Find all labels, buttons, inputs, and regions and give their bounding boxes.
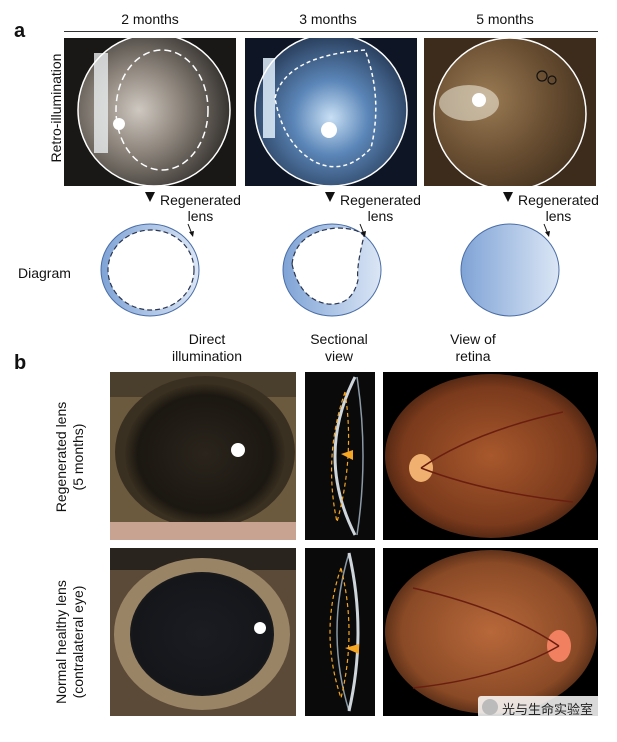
regen-line2: lens xyxy=(187,208,214,224)
triangle-marker-2 xyxy=(325,192,335,202)
col-label-line1: View of xyxy=(450,331,496,347)
diagram-3-months xyxy=(274,218,402,318)
regen-line2: lens xyxy=(367,208,394,224)
col-label-view-of-retina: View of retina xyxy=(408,331,538,365)
sectional-view-photo-normal xyxy=(305,548,375,716)
row-label-normal: Normal healthy lens (contralateral eye) xyxy=(53,542,87,742)
col-label-line2: illumination xyxy=(171,348,243,364)
col-label-line1: Direct xyxy=(188,331,226,347)
retina-photo-regenerated xyxy=(383,372,598,540)
header-rule xyxy=(64,31,598,32)
row-label-regenerated: Regenerated lens (5 months) xyxy=(53,357,87,557)
row-label-line1: Regenerated lens xyxy=(53,401,69,513)
row-label-line2: (contralateral eye) xyxy=(70,585,86,699)
regenerated-lens-label-1: Regenerated lens xyxy=(160,192,241,224)
regen-line1: Regenerated xyxy=(340,192,421,208)
regenerated-lens-label-3: Regenerated lens xyxy=(518,192,599,224)
col-label-line2: view xyxy=(324,348,353,364)
retro-photo-5-months xyxy=(424,38,596,186)
month-5-heading: 5 months xyxy=(476,11,534,27)
watermark-text: 光与生命实验室 xyxy=(502,702,594,717)
retro-photo-2-months xyxy=(64,38,236,186)
row-label-line2: (5 months) xyxy=(70,423,86,491)
diagram-2-months xyxy=(92,218,220,318)
watermark: 光与生命实验室 xyxy=(478,696,608,718)
col-label-line2: retina xyxy=(455,348,491,364)
wechat-icon xyxy=(482,699,498,715)
retina-photo-normal xyxy=(383,548,598,716)
month-2-heading: 2 months xyxy=(121,11,179,27)
row-label-line1: Normal healthy lens xyxy=(53,580,69,704)
col-label-sectional-view: Sectional view xyxy=(274,331,404,365)
triangle-marker-1 xyxy=(145,192,155,202)
regen-line1: Regenerated xyxy=(518,192,599,208)
direct-illumination-photo-regenerated xyxy=(110,372,296,540)
panel-a-letter: a xyxy=(14,20,26,42)
direct-illumination-photo-normal xyxy=(110,548,296,716)
retro-photo-3-months xyxy=(245,38,417,186)
col-label-direct-illumination: Direct illumination xyxy=(142,331,272,365)
triangle-marker-3 xyxy=(503,192,513,202)
diagram-5-months xyxy=(452,218,580,318)
retro-illumination-label: Retro-illumination xyxy=(48,53,64,163)
col-label-line1: Sectional xyxy=(310,331,368,347)
diagram-label: Diagram xyxy=(18,265,71,281)
panel-b-letter: b xyxy=(14,352,27,374)
regen-line2: lens xyxy=(545,208,572,224)
regen-line1: Regenerated xyxy=(160,192,241,208)
regenerated-lens-label-2: Regenerated lens xyxy=(340,192,421,224)
month-3-heading: 3 months xyxy=(299,11,357,27)
sectional-view-photo-regenerated xyxy=(305,372,375,540)
